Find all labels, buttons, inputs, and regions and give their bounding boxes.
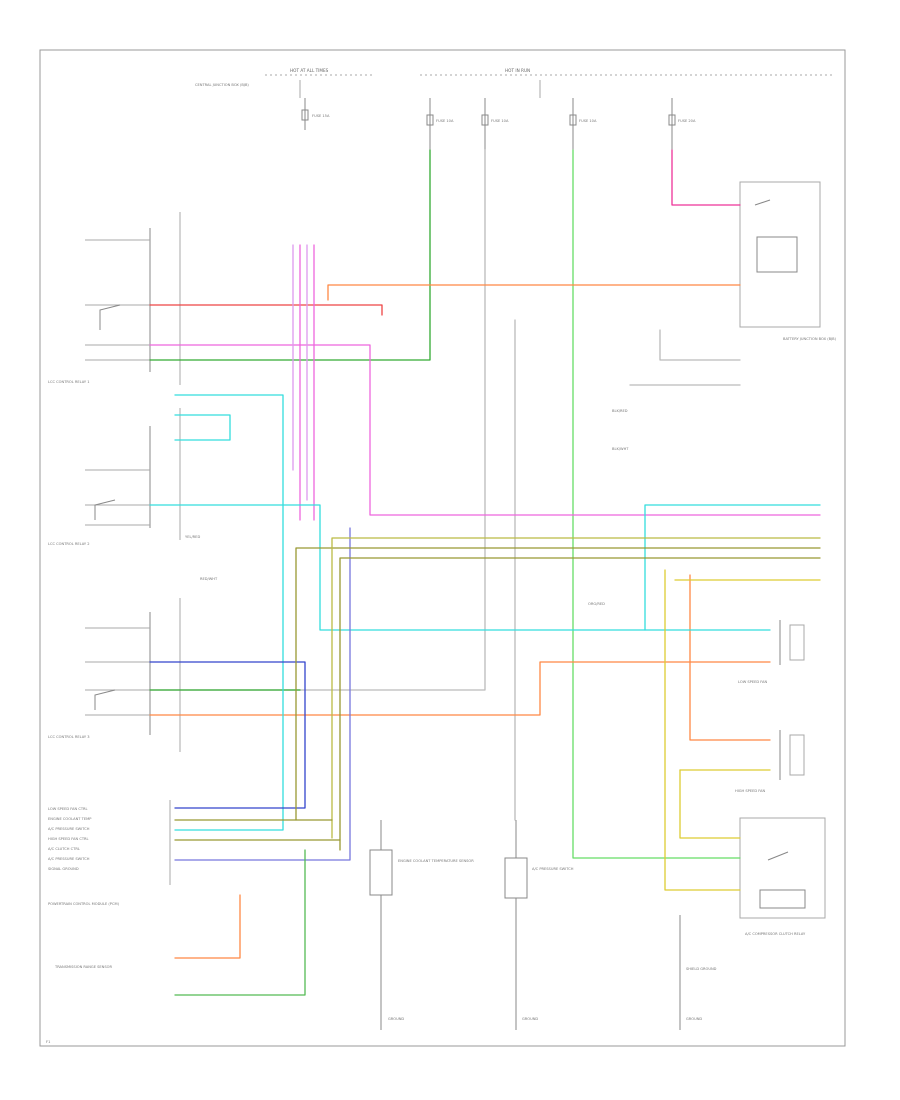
fuse: FUSE 20A [668, 98, 696, 150]
component-label: A/C COMPRESSOR CLUTCH RELAY [745, 932, 806, 936]
wire-code-label: BLK/RED [612, 409, 628, 413]
component-label: SHIELD GROUND [686, 967, 717, 971]
pcm-pin-label: SIGNAL GROUND [48, 867, 79, 871]
coolant-temp-sensor: ENGINE COOLANT TEMPERATURE SENSOR GROUND [369, 820, 474, 1030]
wires [149, 149, 821, 996]
fuse: FUSE 10A [569, 98, 597, 150]
component-label: POWERTRAIN CONTROL MODULE (PCM) [48, 902, 120, 906]
component-label: LCC CONTROL RELAY 2 [48, 542, 90, 546]
component-label: BATTERY JUNCTION BOX (BJB) [783, 337, 837, 341]
wire-code-label: ORG/RED [588, 602, 605, 606]
component-label: LCC CONTROL RELAY 1 [48, 380, 90, 384]
right-grounds: SHIELD GROUND GROUND [679, 915, 717, 1030]
fuse-label: FUSE 10A [436, 119, 454, 123]
fuse: FUSE 10A [426, 98, 454, 150]
top-labels: HOT AT ALL TIMES HOT IN RUN CENTRAL JUNC… [195, 68, 835, 98]
top-label: CENTRAL JUNCTION BOX (BJB) [195, 83, 249, 87]
diagram-frame [39, 49, 846, 1047]
fuse-row: FUSE 15A FUSE 10A FUSE 10A FUSE 10A FUSE… [301, 98, 696, 150]
component-label: GROUND [686, 1017, 702, 1021]
top-label: HOT AT ALL TIMES [290, 68, 329, 73]
component-label: LOW SPEED FAN [738, 680, 767, 684]
pcm-pin-label: HIGH SPEED FAN CTRL [48, 837, 89, 841]
low-speed-fan: LOW SPEED FAN [738, 620, 805, 684]
lcc-relay-3: LCC CONTROL RELAY 3 [48, 598, 181, 752]
component-label: GROUND [522, 1017, 538, 1021]
pcm-pin-label: LOW SPEED FAN CTRL [48, 807, 88, 811]
high-speed-fan: HIGH SPEED FAN [735, 730, 805, 793]
component-label: GROUND [388, 1017, 404, 1021]
annotations: BLK/RED YEL/RED ORG/RED BLK/WHT RED/WHT … [46, 409, 629, 1044]
wire-code-label: YEL/RED [185, 535, 200, 539]
bjb-relay-box: BATTERY JUNCTION BOX (BJB) [739, 181, 837, 341]
component-label: A/C PRESSURE SWITCH [532, 867, 574, 871]
pcm-pin-label: A/C PRESSURE SWITCH [48, 857, 90, 861]
wire-code-label: RED/WHT [200, 577, 218, 581]
ac-pressure-switch: A/C PRESSURE SWITCH GROUND [504, 820, 574, 1030]
fuse: FUSE 10A [481, 98, 509, 150]
fuse-label: FUSE 20A [678, 119, 696, 123]
footer-code: F1 [46, 1040, 50, 1044]
fuse-label: FUSE 10A [579, 119, 597, 123]
lcc-relay-1: LCC CONTROL RELAY 1 [48, 212, 181, 385]
fuse: FUSE 15A [301, 98, 330, 130]
pcm-pin-label: ENGINE COOLANT TEMP [48, 817, 92, 821]
wire-code-label: BLK/WHT [612, 447, 629, 451]
ac-clutch-relay-box: A/C COMPRESSOR CLUTCH RELAY [739, 817, 826, 936]
component-label: ENGINE COOLANT TEMPERATURE SENSOR [398, 859, 474, 863]
component-label: LCC CONTROL RELAY 3 [48, 735, 90, 739]
component-label: HIGH SPEED FAN [735, 789, 765, 793]
top-label: HOT IN RUN [505, 68, 530, 73]
pcm-pin-label: A/C CLUTCH CTRL [48, 847, 80, 851]
fuse-label: FUSE 15A [312, 114, 330, 118]
pcm-connector: LOW SPEED FAN CTRL ENGINE COOLANT TEMP A… [48, 800, 171, 969]
component-label: TRANSMISSION RANGE SENSOR [54, 965, 112, 969]
pcm-pin-label: A/C PRESSURE SWITCH [48, 827, 90, 831]
fuse-label: FUSE 10A [491, 119, 509, 123]
lcc-relay-2: LCC CONTROL RELAY 2 [48, 408, 181, 546]
